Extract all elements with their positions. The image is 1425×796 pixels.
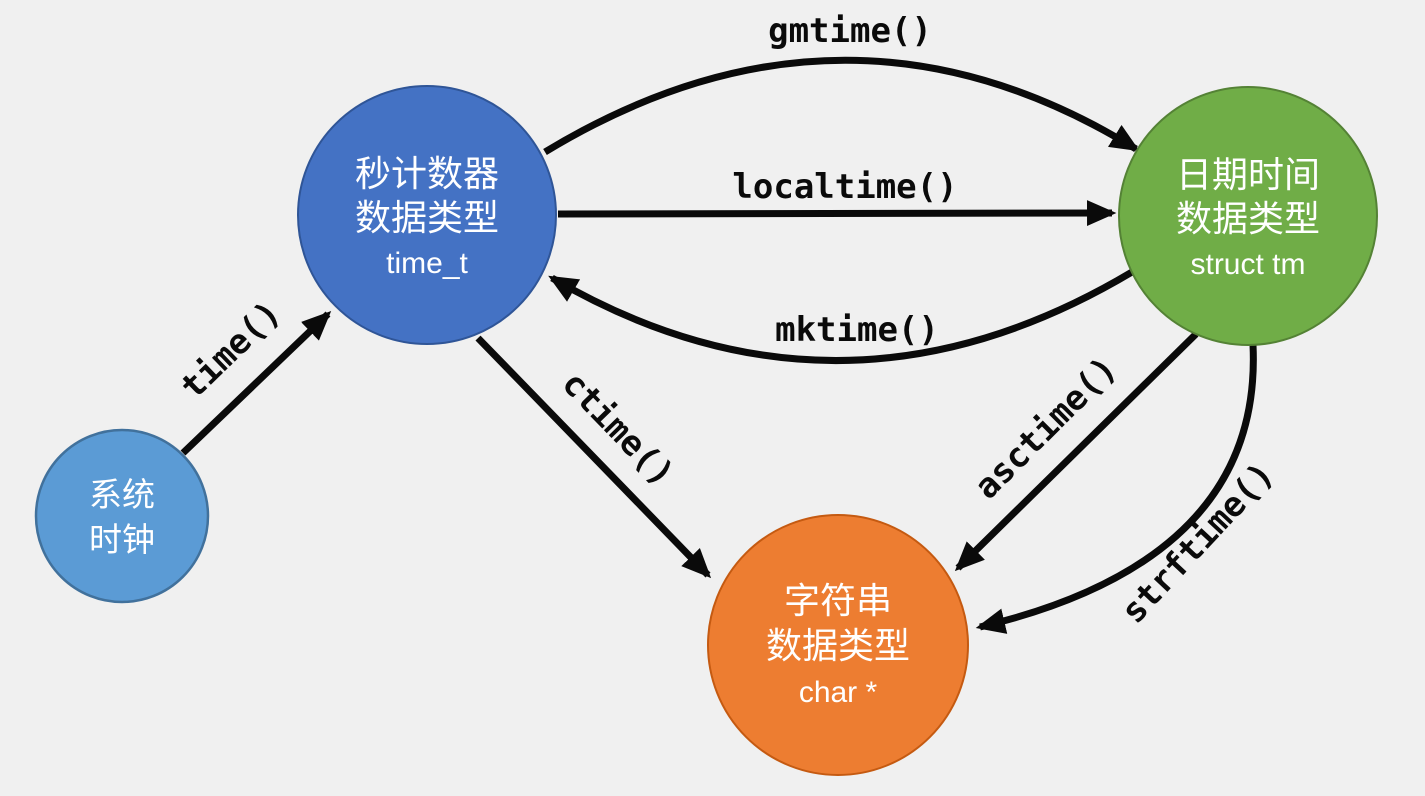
edge-label-localtime: localtime(): [732, 167, 957, 207]
node-char-ptr: 字符串 数据类型 char *: [707, 514, 969, 776]
edge-label-mktime: mktime(): [775, 310, 939, 350]
edge-strftime-arrow: [975, 344, 1257, 634]
node-time-t-line1: 秒计数器: [355, 153, 499, 194]
node-system-clock-line2: 时钟: [89, 521, 155, 558]
edge-time-arrow: [180, 310, 332, 456]
node-time-t-line2: 数据类型: [355, 197, 499, 238]
node-time-t-sub: time_t: [386, 247, 468, 280]
node-time-t-circle: [297, 85, 557, 345]
node-struct-tm: 日期时间 数据类型 struct tm: [1118, 86, 1378, 346]
node-struct-tm-line2: 数据类型: [1176, 198, 1320, 239]
edge-ctime-arrow: [475, 335, 712, 579]
node-struct-tm-sub: struct tm: [1190, 248, 1305, 281]
edge-localtime-arrow: [557, 200, 1117, 226]
node-system-clock: 系统 时钟: [34, 428, 210, 604]
edges: [180, 56, 1257, 634]
edge-label-gmtime: gmtime(): [768, 11, 932, 51]
node-struct-tm-circle: [1118, 86, 1378, 346]
node-char-ptr-sub: char *: [799, 676, 878, 709]
node-system-clock-line1: 系统: [89, 476, 155, 513]
node-char-ptr-line2: 数据类型: [766, 625, 910, 666]
node-char-ptr-line1: 字符串: [784, 580, 892, 621]
node-time-t: 秒计数器 数据类型 time_t: [297, 85, 557, 345]
node-char-ptr-circle: [707, 514, 969, 776]
node-system-clock-circle: [34, 428, 210, 604]
edge-asctime-arrow: [954, 331, 1199, 572]
node-struct-tm-line1: 日期时间: [1176, 154, 1320, 195]
edge-mktime-arrow: [548, 268, 1134, 364]
edge-gmtime-arrow: [543, 56, 1140, 155]
